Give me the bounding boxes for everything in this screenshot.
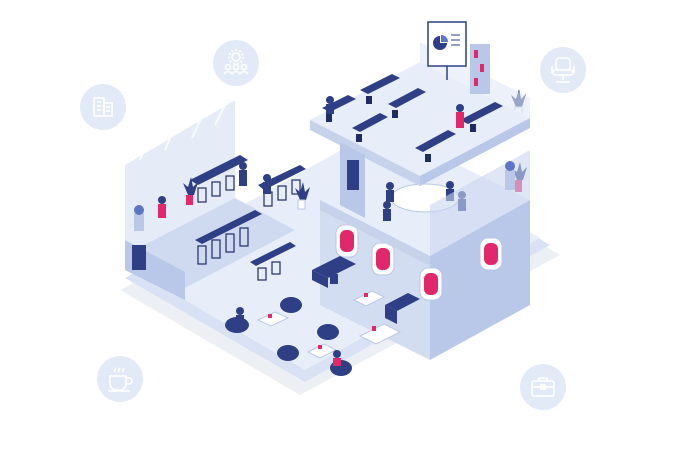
office-chair-icon-badge <box>540 47 586 93</box>
people-left <box>158 162 271 218</box>
sofas <box>312 256 420 324</box>
presentation-board <box>427 21 467 80</box>
team-gear-icon-badge <box>213 40 259 86</box>
left-glass-wall <box>125 100 235 255</box>
building-icon-badge <box>80 84 126 130</box>
building-icon <box>93 97 113 117</box>
water-cooler <box>134 213 144 231</box>
office-chair-icon <box>551 57 575 83</box>
tower-right-wall <box>430 205 530 360</box>
coffee-cup-icon-badge <box>97 356 143 402</box>
middle-floor-edge <box>320 200 430 266</box>
phone-pods <box>335 224 503 301</box>
glass-reflections <box>139 104 226 161</box>
coffee-cup-icon <box>108 367 133 392</box>
small-items <box>268 293 376 349</box>
briefcase-icon-badge <box>520 364 566 410</box>
people-top <box>326 96 464 128</box>
workstations <box>322 74 503 152</box>
door <box>132 245 146 270</box>
office-chairs <box>326 96 476 162</box>
briefcase-icon <box>531 377 555 397</box>
office-door <box>347 160 359 190</box>
team-gear-icon <box>223 49 249 75</box>
